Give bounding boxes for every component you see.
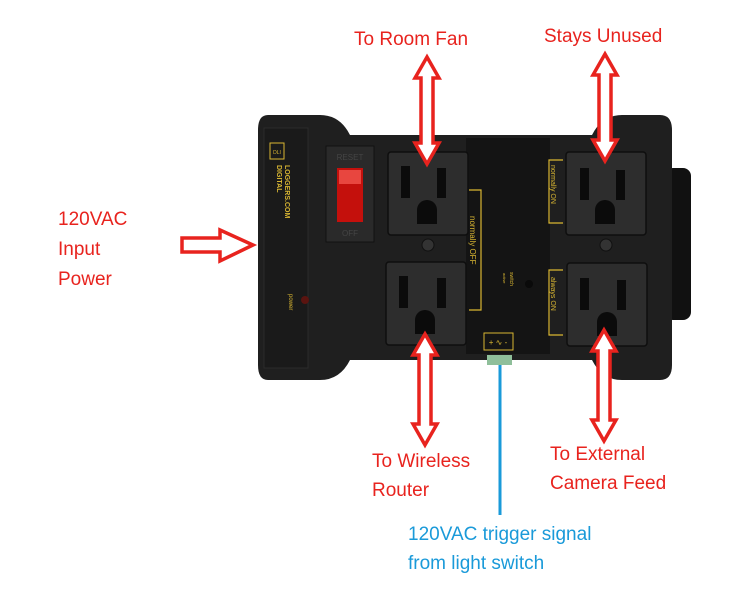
label-input-1: 120VAC — [58, 209, 128, 230]
arrow-room-fan — [411, 53, 443, 168]
label-input-3: Power — [58, 269, 112, 290]
arrow-input-power — [180, 227, 258, 264]
arrow-stays-unused — [589, 50, 621, 165]
reset-switch[interactable]: RESET OFF — [325, 145, 375, 243]
active-label: active — [502, 273, 507, 284]
normally-off-label: normally OFF — [468, 216, 477, 265]
logo-text: DLI — [273, 150, 281, 156]
terminal-block — [487, 355, 512, 365]
power-strip: DLI DIGITAL LOGGERS.COM RESET OFF power — [258, 115, 691, 380]
terminal-label: + ∿ - — [489, 338, 508, 347]
label-camera-1: To External — [550, 444, 646, 465]
arrow-wireless-router — [409, 330, 441, 449]
normally-on-label: normally ON — [549, 165, 556, 204]
label-router-1: To Wireless — [372, 451, 471, 472]
switch-label: switch — [508, 272, 514, 286]
label-trigger-1: 120VAC trigger signal — [408, 524, 592, 545]
reset-label: RESET — [337, 153, 364, 162]
label-stays-unused: Stays Unused — [544, 26, 663, 47]
label-router-2: Router — [372, 480, 430, 501]
off-label: OFF — [342, 229, 358, 238]
label-trigger-2: from light switch — [408, 553, 545, 574]
label-camera-2: Camera Feed — [550, 473, 667, 494]
label-input-2: Input — [58, 239, 101, 260]
brand-line-1: DIGITAL — [275, 165, 282, 193]
arrow-camera-feed — [588, 326, 620, 445]
always-on-label: always ON — [549, 277, 556, 311]
brand-line-2: LOGGERS.COM — [283, 165, 290, 218]
power-led — [301, 296, 309, 304]
power-label: power — [287, 294, 293, 310]
label-room-fan: To Room Fan — [354, 29, 469, 50]
